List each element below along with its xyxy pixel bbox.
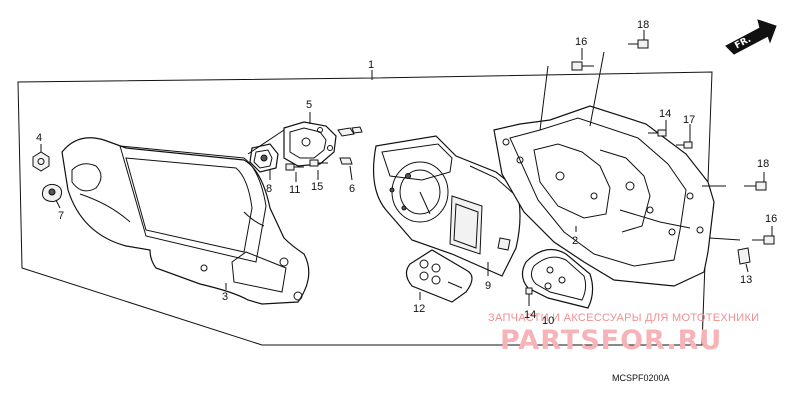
assembly-frame [17, 70, 713, 346]
callout-16-upper: 16 [575, 36, 587, 48]
callout-1: 1 [368, 59, 374, 71]
callout-15: 15 [311, 181, 323, 193]
callout-14-lower: 14 [524, 309, 536, 321]
callout-3: 3 [222, 291, 228, 303]
part-4-nut[interactable] [32, 144, 50, 172]
front-direction-arrow-icon: FR. [725, 19, 777, 55]
part-10-seal[interactable] [521, 248, 594, 309]
callout-12: 12 [413, 303, 425, 315]
part-5-bracket-assembly[interactable] [247, 112, 363, 181]
part-14-screw-upper[interactable] [648, 120, 667, 137]
part-16-bolt-upper[interactable] [571, 48, 594, 71]
part-7-grommet[interactable] [41, 183, 63, 209]
callout-16-lower: 16 [765, 213, 777, 225]
callout-17: 17 [683, 114, 695, 126]
part-3-meter-visor[interactable] [61, 137, 310, 305]
callout-10: 10 [542, 315, 554, 327]
part-2-meter-case[interactable] [493, 51, 741, 287]
callout-18-upper: 18 [637, 19, 649, 31]
callout-5: 5 [306, 99, 312, 111]
part-17-screw[interactable] [676, 124, 693, 149]
part-11-bolt[interactable] [285, 163, 304, 182]
part-14-screw-lower[interactable] [525, 287, 533, 306]
part-12-decal-plate[interactable] [405, 249, 473, 303]
part-18-bolt-upper[interactable] [628, 30, 649, 49]
callout-labels: 1 2 3 4 5 6 7 8 9 10 11 12 13 14 14 15 1… [36, 19, 777, 327]
callout-18-lower: 18 [757, 158, 769, 170]
callout-11: 11 [289, 184, 300, 196]
callout-9: 9 [485, 280, 491, 292]
callout-13: 13 [740, 274, 752, 286]
part-18-bolt-lower[interactable] [744, 172, 767, 191]
part-13-pad[interactable] [737, 247, 751, 273]
watermark-tagline: ЗАПЧАСТИ И АКСЕССУАРЫ ДЛЯ МОТОТЕХНИКИ [488, 312, 759, 324]
part-16-bolt-lower[interactable] [752, 226, 775, 245]
callout-4: 4 [36, 132, 42, 144]
callout-14-upper: 14 [659, 108, 671, 120]
part-9-meter-unit[interactable] [372, 135, 521, 277]
callout-8: 8 [266, 183, 272, 195]
callout-6: 6 [349, 183, 355, 195]
part-8-connector[interactable] [249, 143, 279, 180]
watermark: ЗАПЧАСТИ И АКСЕССУАРЫ ДЛЯ МОТОТЕХНИКИ PA… [488, 312, 759, 356]
part-15-screw[interactable] [309, 159, 328, 180]
watermark-brand: PARTSFOR.RU [500, 325, 722, 356]
callout-7: 7 [58, 210, 64, 222]
diagram-code: MCSPF0200A [612, 373, 670, 383]
callout-2: 2 [572, 235, 578, 247]
